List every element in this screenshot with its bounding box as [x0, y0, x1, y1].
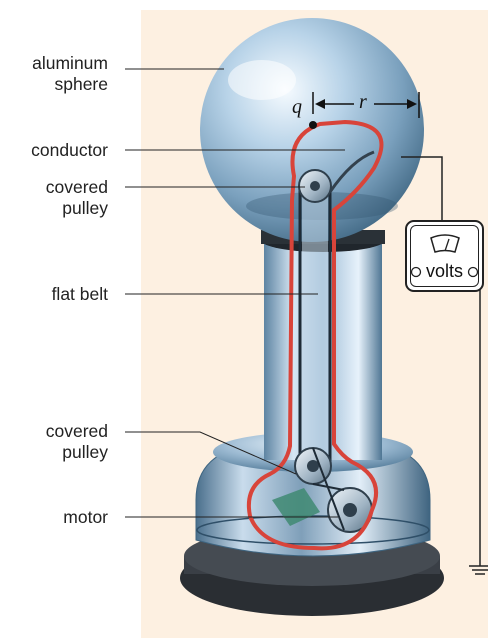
ground-symbol-icon [469, 566, 488, 574]
label-motor: motor [63, 507, 108, 528]
sphere-highlight [228, 60, 296, 100]
label-covered-pulley-bottom: covered pulley [46, 421, 108, 463]
charge-point [309, 121, 317, 129]
label-covered-pulley-bottom-line-1: covered [46, 421, 108, 442]
label-conductor: conductor [31, 140, 108, 161]
voltmeter-label: volts [407, 261, 482, 282]
dial-gauge-icon [429, 232, 461, 254]
label-covered-pulley-top-line-1: covered [46, 177, 108, 198]
voltmeter: volts [405, 220, 484, 292]
top-pulley-axle [310, 181, 320, 191]
motor-shaft [343, 503, 357, 517]
label-covered-pulley-bottom-line-2: pulley [46, 442, 108, 463]
label-aluminum-sphere-line-2: sphere [32, 74, 108, 95]
flat-belt [302, 186, 328, 466]
charge-label: q [292, 96, 302, 119]
label-flat-belt: flat belt [52, 284, 108, 305]
label-aluminum-sphere-line-1: aluminum [32, 53, 108, 74]
radius-label: r [359, 91, 367, 114]
label-covered-pulley-top-line-2: pulley [46, 198, 108, 219]
label-covered-pulley-top: covered pulley [46, 177, 108, 219]
label-aluminum-sphere: aluminum sphere [32, 53, 108, 95]
